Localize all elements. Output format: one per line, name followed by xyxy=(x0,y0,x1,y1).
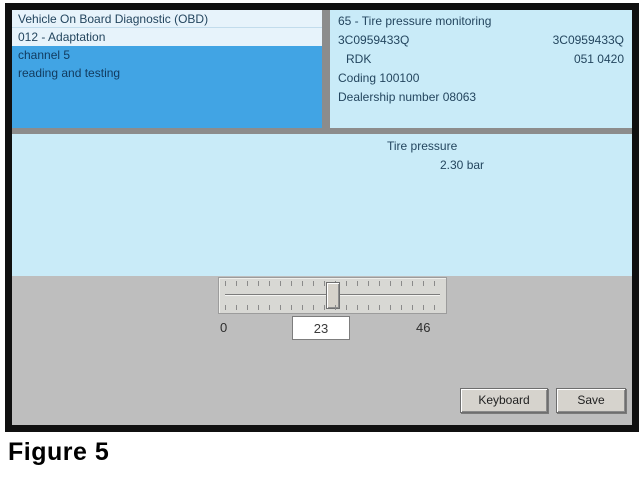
info-coding-row: Coding 100100 xyxy=(338,69,624,88)
adaptation-value-field[interactable]: 23 xyxy=(292,316,350,340)
diagnostic-screen-frame: Vehicle On Board Diagnostic (OBD) 012 - … xyxy=(5,3,639,432)
measurement-area: Tire pressure 2.30 bar xyxy=(12,134,632,276)
measurement-label: Tire pressure xyxy=(387,139,458,153)
coding-label: Coding 100100 xyxy=(338,71,420,85)
slider-max-label: 46 xyxy=(416,320,431,335)
info-dealership-row: Dealership number 08063 xyxy=(338,88,624,107)
tire-pressure-slider[interactable] xyxy=(218,277,447,314)
part-number-alt: 3C0959433Q xyxy=(552,33,624,47)
info-part-row: 3C0959433Q 3C0959433Q xyxy=(338,31,624,50)
save-button[interactable]: Save xyxy=(556,388,626,413)
version-label: 051 0420 xyxy=(573,52,624,66)
keyboard-button[interactable]: Keyboard xyxy=(460,388,548,413)
measurement-value: 2.30 bar xyxy=(440,158,485,172)
info-component-row: RDK 051 0420 xyxy=(338,50,624,69)
nav-function: 012 - Adaptation xyxy=(18,30,106,44)
control-area: 0 23 46 Keyboard Save xyxy=(12,276,632,425)
dealership-label: Dealership number 08063 xyxy=(338,90,477,104)
nav-selection-block[interactable]: channel 5 reading and testing xyxy=(12,46,322,128)
figure-caption: Figure 5 xyxy=(8,438,110,466)
info-panel: 65 - Tire pressure monitoring 3C0959433Q… xyxy=(330,10,632,128)
horizontal-divider xyxy=(12,128,632,134)
info-address-row: 65 - Tire pressure monitoring xyxy=(338,12,624,31)
nav-mode[interactable]: reading and testing xyxy=(18,66,121,80)
vertical-divider xyxy=(322,10,330,128)
slider-min-label: 0 xyxy=(220,320,228,335)
nav-panel: Vehicle On Board Diagnostic (OBD) 012 - … xyxy=(12,10,322,128)
component-label: RDK xyxy=(346,52,372,66)
nav-channel[interactable]: channel 5 xyxy=(18,48,71,62)
slider-ticks-bottom xyxy=(225,305,440,310)
part-number: 3C0959433Q xyxy=(338,33,410,47)
nav-title: Vehicle On Board Diagnostic (OBD) xyxy=(12,10,322,28)
address-label: 65 - Tire pressure monitoring xyxy=(338,14,492,28)
